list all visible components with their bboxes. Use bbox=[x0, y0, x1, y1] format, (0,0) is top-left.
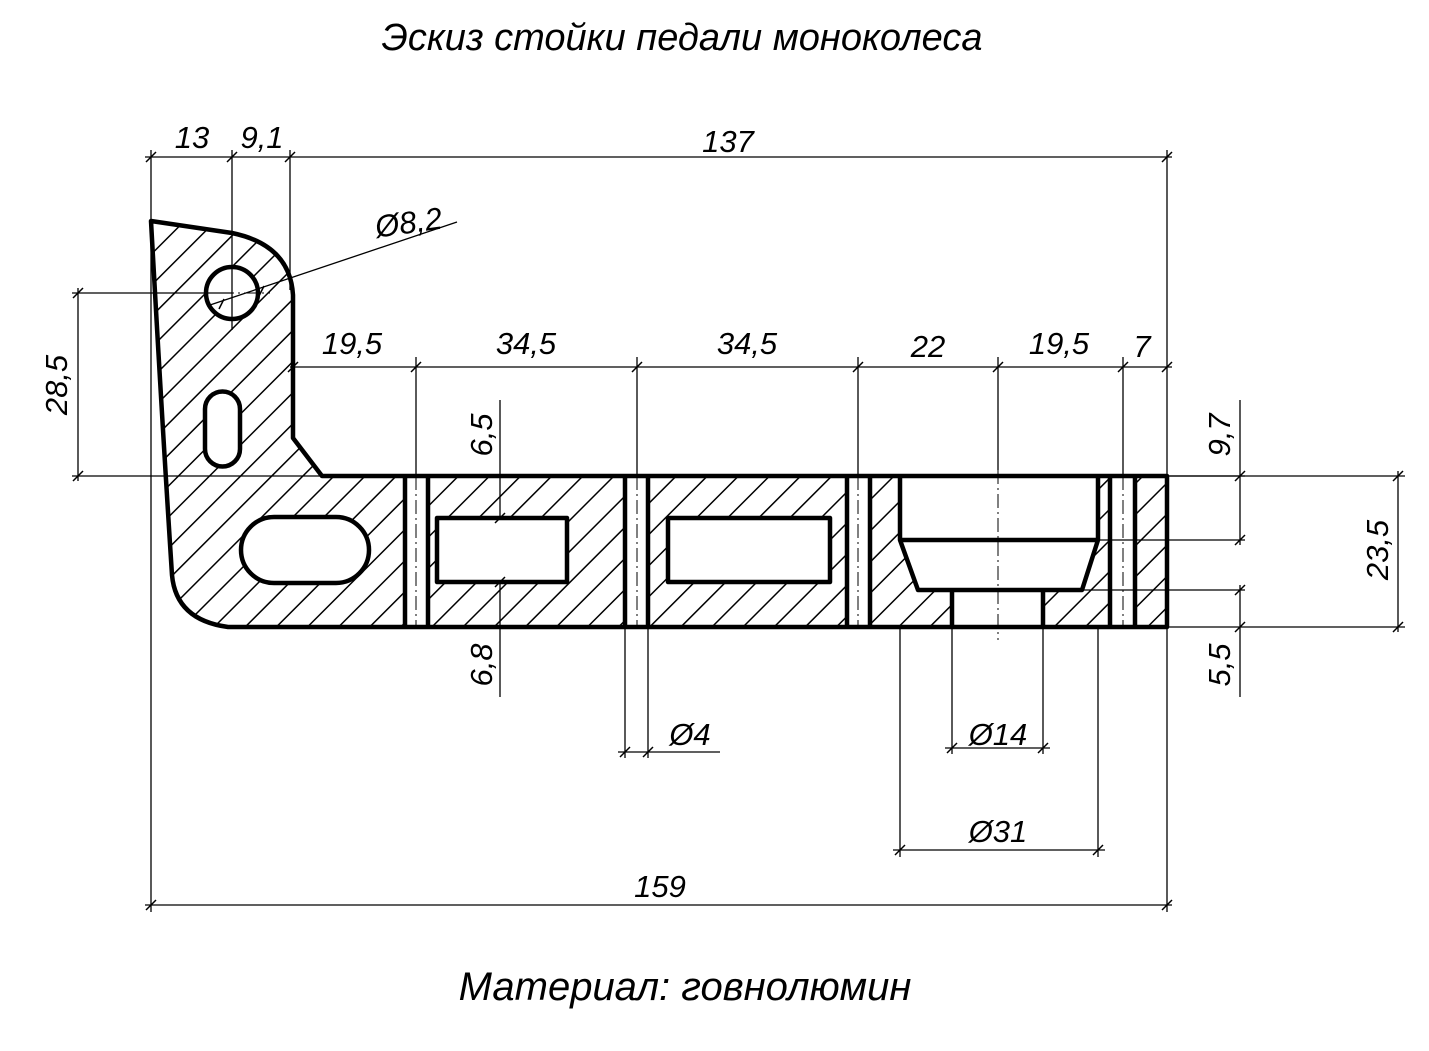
rect-cutout-2 bbox=[665, 515, 833, 585]
dim-row-1: 19,5 bbox=[322, 326, 383, 361]
dim-9-1: 9,1 bbox=[240, 120, 283, 155]
dim-hole-14: Ø14 bbox=[968, 717, 1028, 752]
dimension-lines bbox=[72, 150, 1405, 912]
dim-13: 13 bbox=[175, 120, 209, 155]
bearing-pocket bbox=[897, 476, 1101, 627]
dim-5-5: 5,5 bbox=[1202, 643, 1237, 687]
dim-hole-31: Ø31 bbox=[968, 814, 1028, 849]
dimension-labels: 13 9,1 137 Ø8,2 28,5 19,5 34,5 34,5 22 1… bbox=[39, 120, 1395, 904]
dim-137: 137 bbox=[702, 124, 755, 159]
dim-28-5: 28,5 bbox=[39, 354, 74, 416]
rect-cutout-1 bbox=[434, 515, 570, 585]
dim-159: 159 bbox=[634, 869, 686, 904]
dim-row-4: 22 bbox=[910, 329, 945, 364]
material-label: Материал: говнолюмин bbox=[459, 965, 912, 1009]
drawing-title: Эскиз стойки педали моноколеса bbox=[382, 17, 983, 59]
horizontal-slot bbox=[238, 514, 372, 586]
dim-row-6: 7 bbox=[1133, 329, 1152, 364]
dim-row-5: 19,5 bbox=[1029, 326, 1090, 361]
dim-hole-8-2: Ø8,2 bbox=[372, 201, 444, 245]
dim-row-2: 34,5 bbox=[496, 326, 557, 361]
part-outline bbox=[148, 218, 1170, 630]
part-section-hatch bbox=[151, 221, 1167, 627]
dim-23-5: 23,5 bbox=[1360, 519, 1395, 581]
vertical-slot bbox=[202, 389, 243, 469]
dim-row-3: 34,5 bbox=[717, 326, 778, 361]
dim-6-5: 6,5 bbox=[464, 413, 499, 457]
dim-6-8: 6,8 bbox=[464, 643, 499, 687]
dim-hole-4: Ø4 bbox=[668, 717, 710, 752]
dim-9-7: 9,7 bbox=[1202, 412, 1237, 457]
